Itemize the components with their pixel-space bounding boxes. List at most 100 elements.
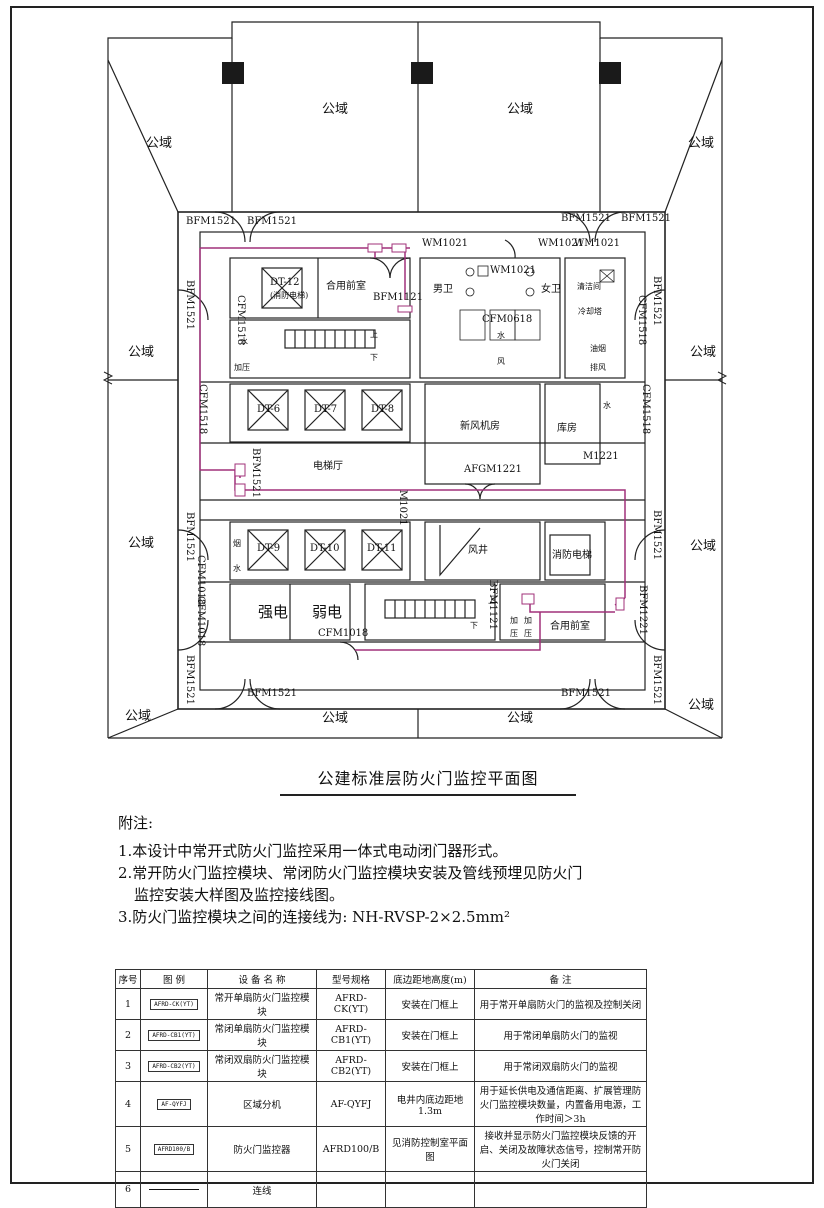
- legend-height: 安装在门框上: [385, 1019, 475, 1051]
- room-shared-front-2: 合用前室: [550, 621, 590, 632]
- door-cfm1018-2: CFM1018: [195, 596, 206, 647]
- legend-name: 防火门监控器: [207, 1126, 317, 1172]
- shaft-press-d: 压: [524, 629, 532, 638]
- stair-up-2: 上: [488, 596, 496, 605]
- legend-no: 3: [115, 1050, 141, 1082]
- door-bfm1521-1: BFM1521: [186, 216, 236, 227]
- door-cfm1518-2: CFM1518: [636, 295, 647, 346]
- door-m1221: M1221: [583, 451, 619, 462]
- legend-remark: 用于延长供电及通信距离、扩展管理防火门监控模块数量，内置备用电源，工作时间＞3h: [474, 1081, 647, 1127]
- room-elevator-hall: 电梯厅: [313, 461, 343, 472]
- legend-symbol: AFRD100/B: [140, 1126, 208, 1172]
- legend-row: 2 AFRD-CB1(YT) 常闭单扇防火门监控模块 AFRD-CB1(YT) …: [115, 1019, 647, 1051]
- legend-name: 区域分机: [207, 1081, 317, 1127]
- legend-header: 底边距地高度(m): [385, 969, 475, 989]
- legend-no: 5: [115, 1126, 141, 1172]
- room-cooling-tower: 冷却塔: [578, 307, 602, 316]
- legend-symbol: AF-QYFJ: [140, 1081, 208, 1127]
- shaft-wind: 风: [497, 357, 505, 366]
- shaft-press-a: 加: [510, 616, 518, 625]
- notes: 附注: 1.本设计中常开式防火门监控采用一体式电动闭门器形式。 2.常开防火门监…: [118, 812, 582, 928]
- legend-model: AFRD-CK(YT): [316, 988, 386, 1020]
- legend-height: 安装在门框上: [385, 988, 475, 1020]
- elevator-dt11: DT-11: [367, 543, 397, 554]
- legend-name: 常闭单扇防火门监控模块: [207, 1019, 317, 1051]
- legend-remark: 用于常开单扇防火门的监视及控制关闭: [474, 988, 647, 1020]
- room-fresh-air: 新风机房: [460, 421, 500, 432]
- legend-row: 3 AFRD-CB2(YT) 常闭双扇防火门监控模块 AFRD-CB2(YT) …: [115, 1050, 647, 1082]
- door-bfm1521-7: BFM1521: [184, 280, 195, 330]
- room-smoke-exhaust: 油烟: [590, 344, 606, 353]
- door-bfm1521-4: BFM1521: [621, 213, 671, 224]
- legend-height: 电井内底边距地1.3m: [385, 1081, 475, 1127]
- drawing-title: 公建标准层防火门监控平面图: [280, 765, 576, 796]
- elevator-dt10: DT-10: [310, 543, 340, 554]
- legend-symbol: AFRD-CB2(YT): [140, 1050, 208, 1082]
- shaft-pressurize: 加压: [234, 363, 250, 372]
- legend-header: 型号规格: [316, 969, 386, 989]
- note-3: 3.防火门监控模块之间的连接线为: NH-RVSP-2×2.5mm²: [118, 908, 511, 926]
- room-cleaning: 清洁间: [577, 282, 601, 291]
- label-public-l1: 公域: [128, 345, 155, 360]
- label-public-top-2: 公域: [507, 102, 534, 117]
- elevator-dt8: DT-8: [371, 404, 395, 415]
- legend-height: 见消防控制室平面图: [385, 1126, 475, 1172]
- legend-header: 图 例: [140, 969, 208, 989]
- door-bfm1521-9: BFM1521: [184, 655, 195, 705]
- elevator-dt9: DT-9: [257, 543, 281, 554]
- legend-name: 常闭双扇防火门监控模块: [207, 1050, 317, 1082]
- stair-down-2: 下: [470, 621, 478, 630]
- door-cfm1518-3: CFM1518: [197, 384, 208, 435]
- label-public-tl: 公域: [146, 136, 173, 151]
- notes-heading: 附注:: [118, 814, 154, 832]
- label-public-top-1: 公域: [322, 102, 349, 117]
- legend-model: AF-QYFJ: [316, 1081, 386, 1127]
- door-cfm1018-1: CFM1018: [195, 555, 206, 606]
- room-fire-elevator: 消防电梯: [552, 550, 592, 561]
- room-dt12-note: (消防电梯): [270, 291, 309, 300]
- stair-up-1: 上: [370, 330, 378, 339]
- label-public-l2: 公域: [128, 536, 155, 551]
- door-wm1021-3: WM1021: [574, 238, 620, 249]
- legend-remark: 用于常闭单扇防火门的监视: [474, 1019, 647, 1051]
- legend-row: 4 AF-QYFJ 区域分机 AF-QYFJ 电井内底边距地1.3m 用于延长供…: [115, 1081, 647, 1127]
- legend-row: 5 AFRD100/B 防火门监控器 AFRD100/B 见消防控制室平面图 接…: [115, 1126, 647, 1172]
- door-wm1021-4: WM1021: [490, 265, 536, 276]
- door-bfm1521-6: BFM1521: [561, 688, 611, 699]
- door-bfm1521-10: BFM1521: [651, 276, 662, 326]
- door-wm1021-1: WM1021: [422, 238, 468, 249]
- door-afgm1221: AFGM1221: [464, 464, 522, 475]
- door-bfm1221: BFM1221: [637, 585, 648, 635]
- shaft-press-b: 压: [510, 629, 518, 638]
- door-bfm1521-5: BFM1521: [247, 688, 297, 699]
- legend-header: 序号: [115, 969, 141, 989]
- symbol-cb1-icon: AFRD-CB1(YT): [148, 1030, 200, 1041]
- door-bfm1521-2: BFM1521: [247, 216, 297, 227]
- legend-remark: 用于常闭双扇防火门的监视: [474, 1050, 647, 1082]
- legend-header: 设 备 名 称: [207, 969, 317, 989]
- door-bfm1521-3: BFM1521: [561, 213, 611, 224]
- door-cfm1518-1: CFM1518: [235, 295, 246, 346]
- room-strong-elec: 强电: [258, 603, 289, 621]
- door-bfm1121-2: BFM1121: [487, 580, 498, 630]
- legend-remark: 接收并显示防火门监控模块反馈的开启、关闭及故障状态信号，控制常开防火门关闭: [474, 1126, 647, 1172]
- door-wm1021-2: WM1021: [538, 238, 584, 249]
- legend-header: 备 注: [474, 969, 647, 989]
- label-public-tr: 公域: [688, 136, 715, 151]
- label-public-r1: 公域: [690, 345, 717, 360]
- room-storage: 库房: [557, 423, 577, 434]
- legend-symbol: AFRD-CK(YT): [140, 988, 208, 1020]
- door-m1021: M1021: [397, 490, 408, 526]
- room-men-wc: 男卫: [433, 284, 453, 295]
- note-2: 2.常开防火门监控模块、常闭防火门监控模块安装及管线预埋见防火门: [118, 864, 583, 882]
- legend-model: AFRD100/B: [316, 1126, 386, 1172]
- door-bfm1521-12: BFM1521: [651, 655, 662, 705]
- floor-plan: [102, 21, 728, 739]
- legend-header-row: 序号 图 例 设 备 名 称 型号规格 底边距地高度(m) 备 注: [115, 969, 647, 989]
- shaft-water-3: 水: [603, 401, 611, 410]
- shaft-water-left: 水: [240, 337, 248, 346]
- legend-symbol: AFRD-CB1(YT): [140, 1019, 208, 1051]
- legend-no: 2: [115, 1019, 141, 1051]
- label-public-b1: 公域: [322, 711, 349, 726]
- label-public-br: 公域: [688, 698, 715, 713]
